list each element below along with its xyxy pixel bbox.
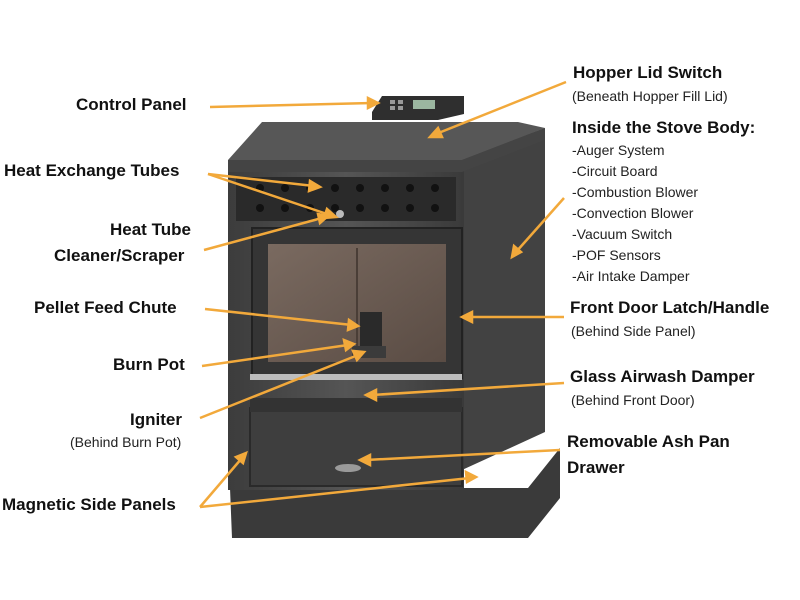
drawer-handle-lip [250, 398, 462, 412]
label-hopper-lid-switch: Hopper Lid Switch [573, 63, 723, 82]
arrow-heat-exchange-tubes-1 [207, 172, 315, 188]
inside-item: -Auger System [572, 142, 665, 158]
arrow-igniter [199, 353, 359, 420]
arrow-burn-pot-head [342, 337, 357, 353]
arrow-magnetic-panels-2 [199, 476, 471, 509]
arrow-glass-airwash-head [363, 387, 378, 403]
control-button-2 [398, 100, 403, 104]
inside-item: -Combustion Blower [572, 184, 699, 200]
arrow-hopper-lid-switch [435, 80, 567, 136]
control-button-1 [390, 100, 395, 104]
brand-badge [335, 464, 361, 472]
airwash-trim [250, 374, 462, 380]
arrow-control-panel-head [366, 95, 381, 111]
inside-item: -Vacuum Switch [572, 226, 673, 242]
arrow-heat-exchange-tubes-2 [207, 172, 331, 217]
inside-item: -Air Intake Damper [572, 268, 690, 284]
pellet-feed-chute [360, 312, 382, 346]
control-button-3 [390, 106, 395, 110]
arrow-magnetic-panels-1-head [233, 450, 248, 466]
heat-exchange-tubes [256, 184, 439, 212]
arrow-pellet-feed-chute [204, 307, 353, 327]
control-panel-display [413, 100, 435, 109]
ash-pan-drawer [249, 407, 463, 487]
scraper-knob [336, 210, 344, 218]
arrow-control-panel [209, 101, 373, 109]
label-pellet-feed-chute: Pellet Feed Chute [34, 298, 177, 317]
label-magnetic-side-panels: Magnetic Side Panels [2, 495, 176, 514]
arrow-heat-exchange-tubes-1-head [307, 178, 323, 193]
arrow-ash-pan-head [357, 452, 372, 468]
label-front-door-latch-note: (Behind Side Panel) [571, 323, 696, 339]
arrow-pellet-feed-chute-head [346, 317, 361, 332]
label-inside-stove-body: Inside the Stove Body: [572, 118, 756, 137]
label-heat-tube-cleaner-line1: Heat Tube [110, 220, 191, 239]
arrow-glass-airwash [371, 381, 565, 397]
label-ash-pan-line1: Removable Ash Pan [567, 432, 730, 451]
arrow-igniter-head [350, 349, 367, 363]
inside-item: -Convection Blower [572, 205, 694, 221]
label-igniter-note: (Behind Burn Pot) [70, 434, 182, 450]
label-igniter: Igniter [130, 410, 182, 429]
arrow-heat-tube-cleaner-head [316, 212, 331, 226]
arrow-front-door-latch-head [459, 309, 474, 325]
label-hopper-lid-switch-note: (Beneath Hopper Fill Lid) [572, 88, 728, 104]
pellet-stove [228, 96, 560, 538]
control-button-4 [398, 106, 403, 110]
arrow-inside-stove-body [515, 197, 565, 253]
label-glass-airwash-note: (Behind Front Door) [571, 392, 695, 408]
heat-exchange-grille [236, 177, 456, 221]
label-heat-exchange-tubes: Heat Exchange Tubes [4, 161, 180, 180]
inside-item: -POF Sensors [572, 247, 661, 263]
arrow-ash-pan [365, 448, 561, 462]
callout-arrows [199, 80, 567, 509]
label-glass-airwash-damper: Glass Airwash Damper [570, 367, 755, 386]
arrow-inside-stove-body-head [510, 243, 524, 260]
label-control-panel: Control Panel [76, 95, 187, 114]
arrow-hopper-lid-switch-head [427, 125, 444, 139]
label-burn-pot: Burn Pot [113, 355, 185, 374]
inside-item: -Circuit Board [572, 163, 658, 179]
arrow-magnetic-panels-2-head [464, 469, 479, 485]
stove-base [230, 448, 560, 538]
top-edge [228, 128, 545, 172]
label-ash-pan-line2: Drawer [567, 458, 625, 477]
hopper-lid [228, 122, 545, 160]
side-panel-right [462, 128, 545, 470]
label-front-door-latch: Front Door Latch/Handle [570, 298, 770, 317]
arrow-burn-pot [201, 343, 349, 368]
arrow-heat-tube-cleaner [203, 216, 323, 252]
label-heat-tube-cleaner-line2: Cleaner/Scraper [54, 246, 185, 265]
arrow-magnetic-panels-1 [199, 457, 243, 508]
